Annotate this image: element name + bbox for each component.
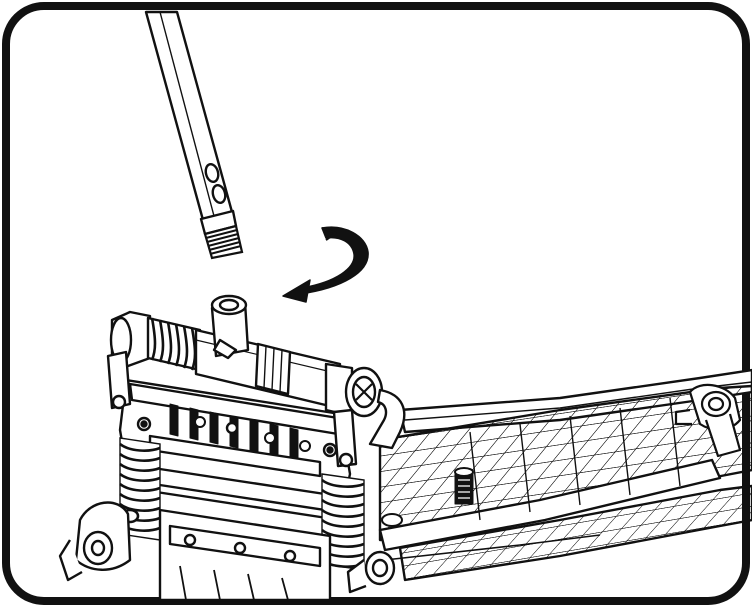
rotate-arrow-icon (282, 226, 369, 303)
threaded-end (203, 224, 244, 260)
front-frame (106, 350, 358, 522)
screw-details (194, 416, 311, 452)
deck-platform (378, 368, 752, 582)
handle-tube (144, 10, 238, 236)
lower-chassis (58, 501, 396, 602)
rear-fitting (674, 383, 742, 458)
left-spring (119, 437, 161, 541)
head-assembly (109, 294, 406, 450)
